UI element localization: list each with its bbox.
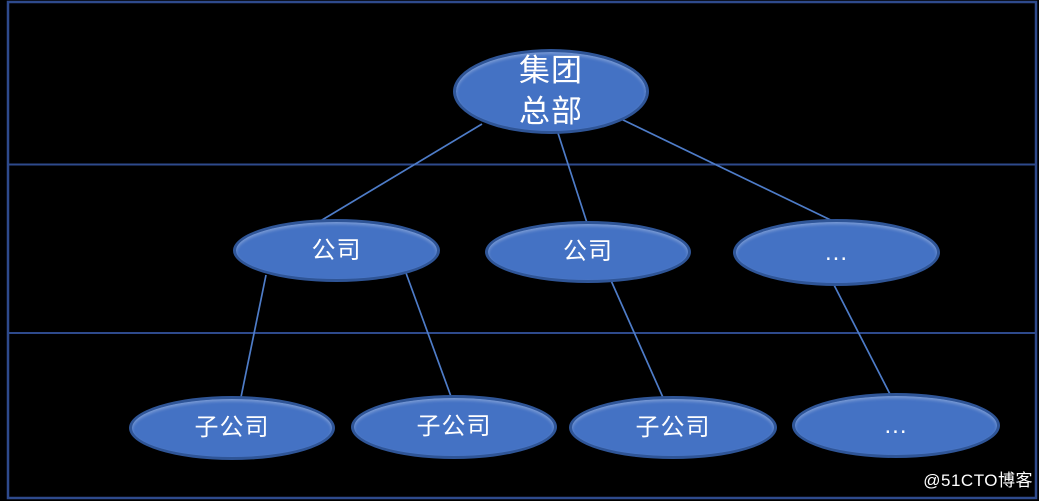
node-subsidiary-3-label: 子公司	[635, 413, 711, 441]
node-subsidiary-ellipsis-label: ...	[884, 411, 908, 439]
connector-root-company3	[618, 117, 840, 225]
node-subsidiary-3: 子公司	[569, 396, 777, 459]
node-company-ellipsis: ...	[733, 219, 940, 286]
connector-company3-sub4	[832, 282, 894, 401]
node-company-1-label: 公司	[311, 236, 362, 264]
node-company-2-label: 公司	[563, 238, 613, 266]
node-subsidiary-2-label: 子公司	[416, 413, 492, 441]
connector-company1-sub1	[239, 274, 267, 403]
connector-root-company1	[311, 123, 483, 227]
node-company-1: 公司	[233, 219, 440, 282]
node-company-2: 公司	[485, 221, 691, 283]
connector-company1-sub2	[405, 272, 454, 403]
node-subsidiary-2: 子公司	[351, 395, 557, 459]
node-subsidiary-1: 子公司	[129, 396, 335, 460]
watermark-51cto: @51CTO博客	[923, 471, 1033, 490]
node-group-hq-label: 集团 总部	[519, 52, 583, 129]
connector-root-company2	[556, 129, 589, 227]
node-subsidiary-1-label: 子公司	[194, 414, 270, 442]
outer-frame-border	[6, 0, 1038, 500]
node-group-hq: 集团 总部	[453, 49, 649, 134]
connector-company2-sub3	[608, 275, 666, 403]
node-company-ellipsis-label: ...	[824, 238, 848, 266]
node-subsidiary-ellipsis: ...	[792, 393, 1000, 458]
